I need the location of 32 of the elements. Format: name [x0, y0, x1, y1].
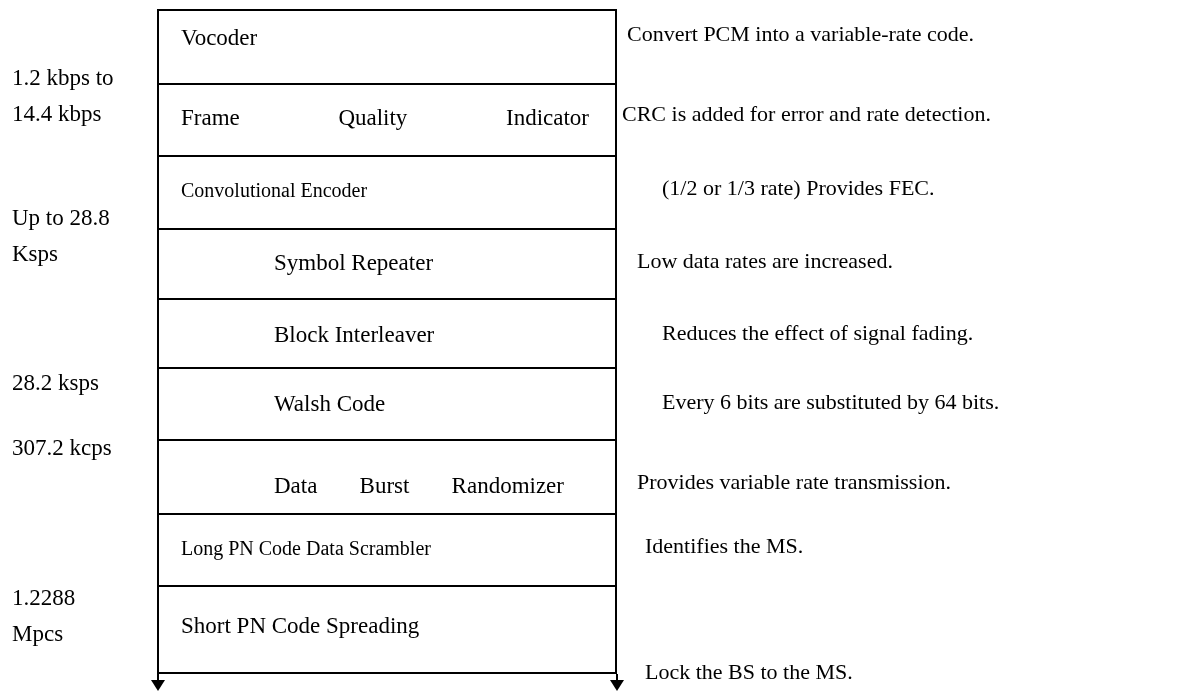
description-text: CRC is added for error and rate detection.	[622, 101, 991, 127]
rate-label: Up to 28.8 Ksps	[12, 204, 111, 268]
process-row	[157, 83, 617, 155]
process-row	[157, 9, 617, 83]
description-text: Lock the BS to the MS.	[645, 659, 853, 685]
description-text: Reduces the effect of signal fading.	[662, 320, 974, 346]
description-text: Convert PCM into a variable-rate code.	[627, 21, 974, 47]
description-text: (1/2 or 1/3 rate) Provides FEC.	[662, 175, 935, 201]
rate-label: 1.2 kbps to 14.4 kbps	[12, 64, 115, 128]
process-label: Convolutional Encoder	[181, 178, 368, 203]
process-label: Block Interleaver	[274, 322, 435, 348]
process-row	[157, 585, 617, 674]
description-text: Provides variable rate transmission.	[637, 469, 952, 495]
process-label: Frame Quality Indicator	[181, 105, 589, 131]
process-label: Long PN Code Data Scrambler	[181, 536, 431, 561]
description-text: Low data rates are increased.	[637, 248, 893, 274]
process-row	[157, 513, 617, 585]
process-label: Short PN Code Spreading	[181, 613, 420, 639]
process-row	[157, 155, 617, 228]
process-label: Data Burst Randomizer	[274, 473, 564, 499]
description-text: Every 6 bits are substituted by 64 bits.	[662, 389, 1000, 415]
process-row	[157, 367, 617, 439]
process-label: Walsh Code	[274, 391, 386, 417]
rate-label: 28.2 ksps	[12, 369, 100, 397]
process-label: Symbol Repeater	[274, 250, 434, 276]
process-row	[157, 439, 617, 513]
process-label: Vocoder	[181, 25, 258, 51]
process-row	[157, 228, 617, 298]
process-row	[157, 298, 617, 367]
rate-label: 307.2 kcps	[12, 434, 113, 462]
description-text: Identifies the MS.	[645, 533, 804, 559]
rate-label: 1.2288 Mpcs	[12, 584, 77, 648]
